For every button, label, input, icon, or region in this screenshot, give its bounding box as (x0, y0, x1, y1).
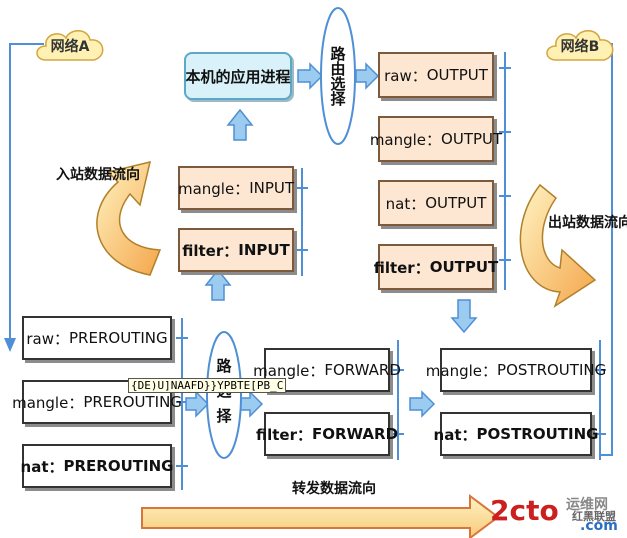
watermark-site: 运维网 (566, 497, 608, 513)
chain-name: PREROUTING (83, 393, 182, 411)
chain-name: INPUT (238, 241, 290, 259)
app-process-label: 本机的应用进程 (185, 67, 291, 86)
oval-shape (206, 331, 242, 459)
chain-name: OUTPUT (426, 66, 488, 84)
chain-name: PREROUTING (63, 457, 174, 475)
table-name: raw： (26, 329, 70, 348)
arrow-app-to-routing (297, 62, 324, 90)
arrow-forward-to-postrouting (409, 390, 436, 418)
network-b-label: 网络B (560, 39, 600, 55)
arrow-input-to-app (226, 108, 254, 141)
input-filter-box: filter：INPUT (178, 228, 294, 272)
table-name: filter： (373, 258, 430, 277)
forward-big-arrow (141, 494, 500, 538)
chain-name: POSTROUTING (476, 425, 599, 443)
chain-name: PREROUTING (69, 329, 168, 347)
chain-name: INPUT (249, 179, 295, 197)
arrow-routing-to-output (355, 62, 380, 90)
table-name: mangle： (177, 179, 250, 198)
forward-filter-box: filter：FORWARD (256, 412, 398, 456)
output-mangle-box: mangle：OUTPUT (370, 116, 502, 162)
arrow-prerouting-to-routing (185, 390, 210, 418)
inbound-flow-label: 入站数据流向 (56, 167, 140, 183)
table-name: mangle： (12, 393, 84, 412)
routing-decision-mid: 路选择 (206, 330, 242, 460)
output-filter-box: filter：OUTPUT (374, 244, 498, 290)
table-name: nat： (385, 194, 426, 213)
table-name: mangle： (425, 361, 498, 380)
table-name: raw： (384, 66, 427, 85)
table-name: nat： (433, 425, 477, 444)
oval-shape (320, 7, 356, 145)
tooltip-popup: {DE)U]NAAFD}}YPBTE[PB_C (128, 378, 287, 393)
app-process-box: 本机的应用进程 (184, 52, 292, 100)
chain-name: FORWARD (324, 361, 401, 379)
cloud-icon (36, 30, 104, 61)
prerouting-raw-box: raw：PREROUTING (22, 316, 172, 360)
arrow-routing-to-input (204, 268, 232, 301)
chain-name: OUTPUT (425, 194, 487, 212)
table-name: nat： (20, 457, 64, 476)
cloud-icon (546, 30, 614, 61)
routing-top-label: 路由选择 (328, 46, 347, 106)
chain-name: OUTPUT (429, 258, 499, 276)
network-a-down-arrow (4, 338, 16, 352)
watermark-brand: 2cto (490, 494, 559, 527)
chain-name: OUTPUT (441, 130, 503, 148)
postrouting-mangle-box: mangle：POSTROUTING (426, 348, 606, 392)
prerouting-nat-box: nat：PREROUTING (20, 444, 174, 488)
output-nat-box: nat：OUTPUT (378, 180, 494, 226)
postrouting-nat-box: nat：POSTROUTING (434, 412, 598, 456)
input-mangle-box: mangle：INPUT (178, 166, 294, 210)
inbound-curve-arrow (96, 160, 162, 276)
chain-name: POSTROUTING (497, 361, 607, 379)
watermark-suffix: .com (580, 518, 618, 534)
routing-mid-label: 路选择 (214, 357, 233, 433)
table-name: filter： (255, 425, 312, 444)
table-name: mangle： (369, 130, 442, 149)
watermark-brand-text: 2cto (490, 494, 559, 527)
network-b-cloud: 网络B (540, 22, 620, 70)
table-name: filter： (182, 241, 239, 260)
outbound-curve-arrow (519, 183, 597, 308)
outbound-flow-label: 出站数据流向 (548, 215, 627, 231)
forward-flow-label: 转发数据流向 (292, 481, 376, 497)
network-a-label: 网络A (50, 39, 90, 55)
chain-name: FORWARD (312, 425, 399, 443)
arrow-output-to-postrouting (450, 299, 478, 334)
output-raw-box: raw：OUTPUT (378, 52, 494, 98)
network-a-line (9, 43, 44, 345)
routing-decision-top: 路由选择 (320, 6, 356, 146)
network-a-cloud: 网络A (30, 22, 110, 70)
watermark-league: 红黑联盟 (572, 510, 616, 523)
table-name: mangle： (253, 361, 325, 380)
